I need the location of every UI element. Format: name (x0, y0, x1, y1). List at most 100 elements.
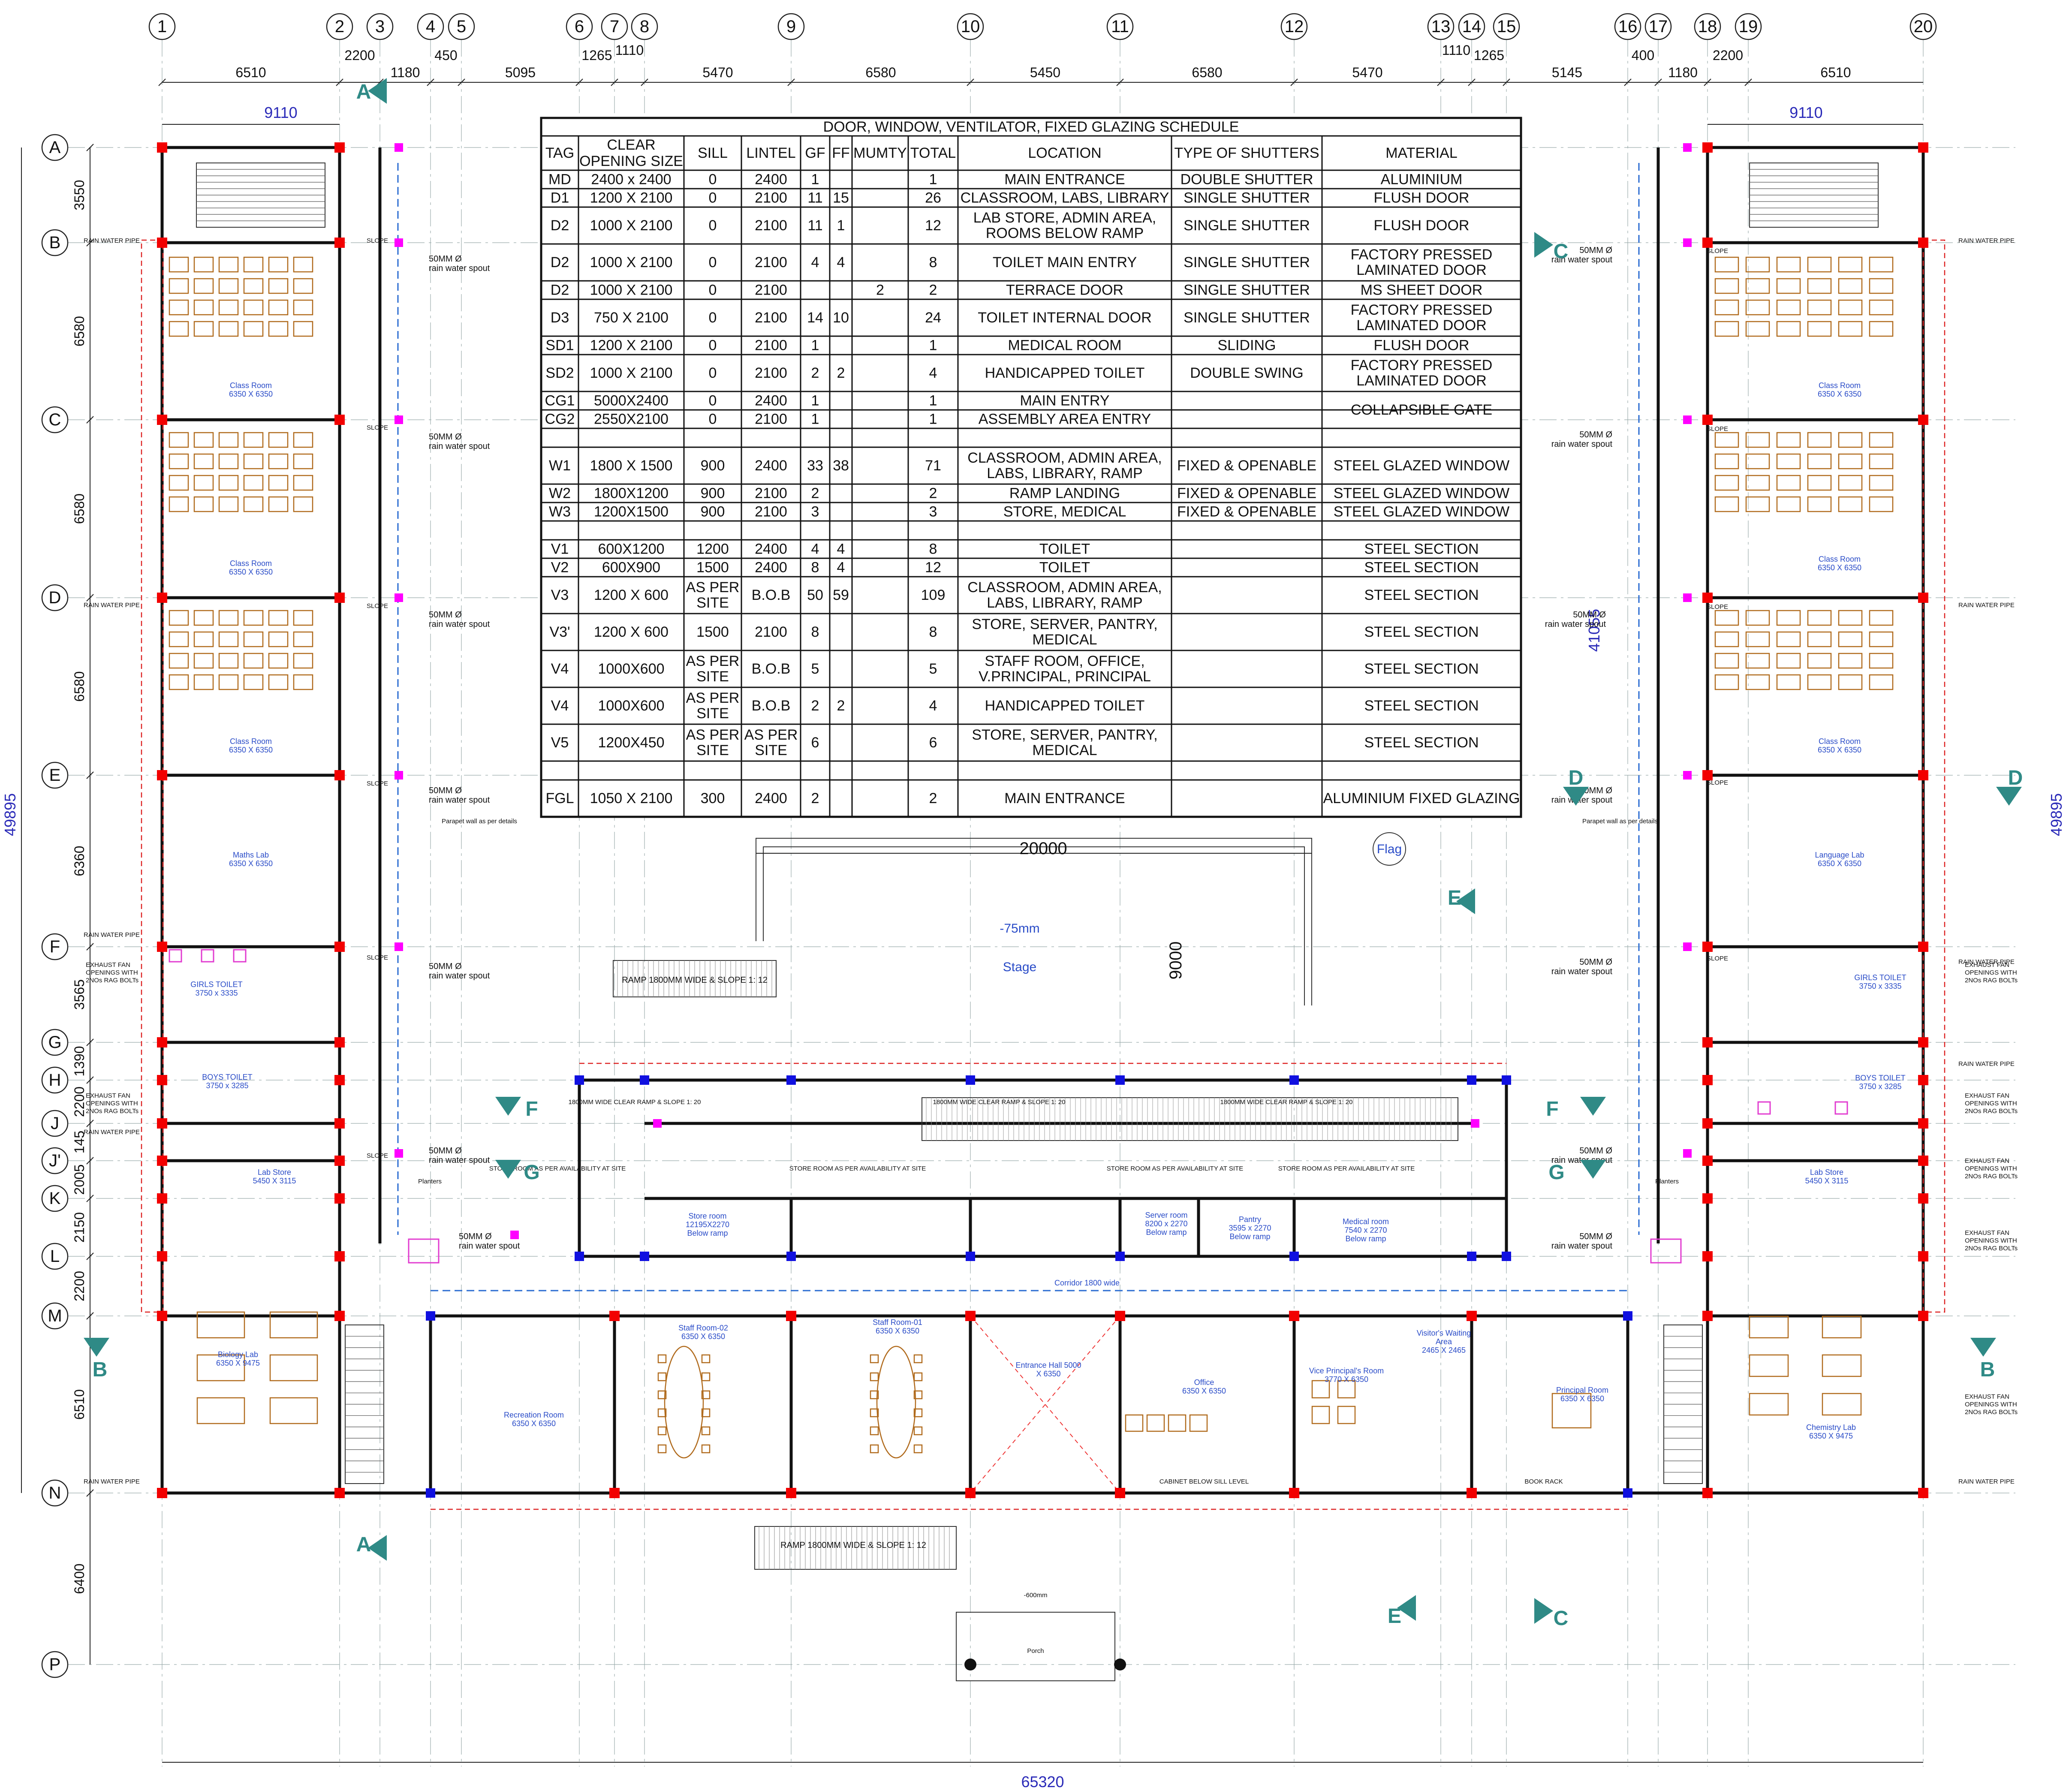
schedule-cell: 2100 (755, 485, 787, 502)
desk (1776, 610, 1801, 626)
grid-bubble-row-J (41, 1110, 69, 1137)
column-red (1702, 1488, 1713, 1498)
column-red (1918, 1156, 1928, 1166)
desk (268, 496, 289, 512)
schedule-cell: 2400 x 2400 (591, 172, 671, 188)
column-spacing-label: 6580 (1192, 65, 1222, 80)
desk (293, 610, 313, 626)
grid-label-col-9: 9 (786, 17, 796, 36)
schedule-cell: 1 (811, 393, 819, 409)
column-red (609, 1488, 620, 1498)
desk (1745, 321, 1770, 337)
overall-height-label-left: 49895 (1, 793, 19, 836)
schedule-cell: 2100 (755, 310, 787, 326)
desk (1838, 321, 1863, 337)
schedule-cell: 2100 (755, 504, 787, 520)
schedule-cell: ALUMINIUM (1381, 172, 1463, 188)
column-red (1115, 1311, 1125, 1321)
schedule-cell: 2 (811, 698, 819, 714)
planters-label-right: Planters (1655, 1178, 1679, 1185)
schedule-cell: 900 (701, 504, 725, 520)
desk (1714, 475, 1739, 491)
column-magenta (1683, 143, 1692, 152)
desk (1807, 631, 1832, 647)
grid-label-col-16: 16 (1618, 17, 1638, 36)
desk (1714, 674, 1739, 690)
column-magenta (1683, 942, 1692, 951)
column-red (1918, 1193, 1928, 1204)
desk (1807, 453, 1832, 470)
grid-label-col-13: 13 (1431, 17, 1451, 36)
schedule-cell: 900 (701, 458, 725, 474)
schedule-header: MUMTY (853, 145, 907, 161)
store-note-label: STORE ROOM AS PER AVAILABILITY AT SITE (789, 1165, 926, 1172)
desk (269, 1311, 318, 1339)
desk (1745, 610, 1770, 626)
schedule-cell: 900 (701, 485, 725, 502)
column-spacing-label: 5470 (1352, 65, 1382, 80)
column-red (334, 1156, 345, 1166)
column-magenta (395, 415, 403, 424)
column-red (1918, 1311, 1928, 1321)
desk (1714, 321, 1739, 337)
dim-tick (967, 78, 974, 86)
desk (1776, 256, 1801, 273)
desk (1838, 256, 1863, 273)
schedule-cell: 2 (876, 282, 884, 298)
desk (169, 256, 189, 273)
grid-bubble-col-19 (1735, 13, 1762, 40)
schedule-cell: B.O.B (752, 661, 791, 677)
desk (1807, 321, 1832, 337)
column-red (334, 238, 345, 248)
schedule-cell: STEEL SECTION (1364, 541, 1479, 557)
desk (1745, 432, 1770, 448)
schedule-cell: ROOMS BELOW RAMP (986, 225, 1144, 241)
grid-label-row-P: P (49, 1655, 61, 1674)
column-magenta (1683, 593, 1692, 602)
rain-pipe-label-left: RAIN WATER PIPE (84, 602, 140, 609)
schedule-cell: 3 (811, 504, 819, 520)
desk (293, 256, 313, 273)
grid-label-row-D: D (49, 588, 61, 607)
desk (1714, 256, 1739, 273)
schedule-cell: 71 (925, 458, 941, 474)
schedule-cell: AS PER (686, 653, 740, 669)
desk (218, 432, 239, 448)
grid-bubble-col-8 (631, 13, 658, 40)
desk (268, 674, 289, 690)
grid-bubble-col-1 (148, 13, 176, 40)
desk (1749, 1354, 1789, 1377)
column-spacing-label: 5450 (1030, 65, 1060, 80)
dim-tick (1468, 78, 1476, 86)
schedule-cell: W1 (549, 458, 571, 474)
schedule-cell: 109 (921, 587, 946, 603)
schedule-cell: 8 (811, 624, 819, 640)
column-red (334, 1251, 345, 1261)
schedule-cell: 2400 (755, 393, 787, 409)
column-spacing-label: 400 (1632, 48, 1654, 63)
row-spacing-label: 6580 (72, 671, 87, 701)
dim-tick (86, 144, 94, 151)
desk (193, 610, 214, 626)
column-magenta (1683, 238, 1692, 247)
desk (1776, 475, 1801, 491)
schedule-cell: MS SHEET DOOR (1361, 282, 1483, 298)
column-blue (426, 1488, 435, 1498)
schedule-cell: 10 (833, 310, 849, 326)
grid-bubble-row-H (41, 1066, 69, 1094)
desk (1745, 631, 1770, 647)
desk (268, 631, 289, 647)
schedule-cell: 2 (811, 790, 819, 807)
grid-label-col-12: 12 (1285, 17, 1304, 36)
grid-label-row-G: G (48, 1033, 61, 1052)
toilet-fixture (1834, 1101, 1848, 1115)
grid-label-col-7: 7 (610, 17, 619, 36)
schedule-cell: SINGLE SHUTTER (1184, 217, 1310, 234)
schedule-cell: 0 (709, 411, 717, 427)
schedule-header: GF (805, 145, 825, 161)
